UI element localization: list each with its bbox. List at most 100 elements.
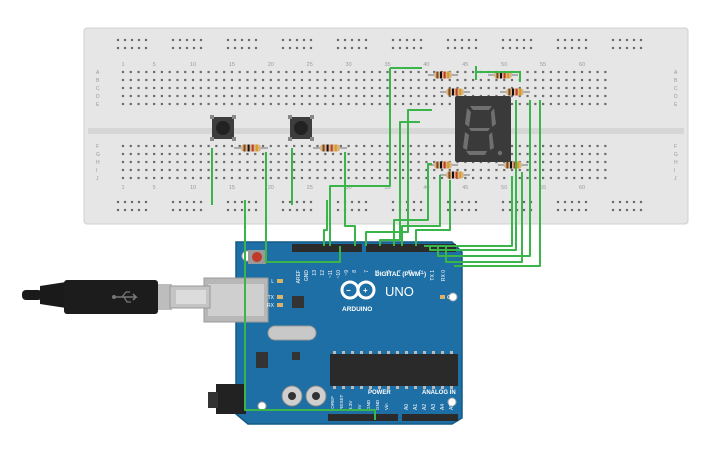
analog-header [402, 414, 458, 421]
led [277, 295, 283, 299]
column-number: 35 [384, 185, 390, 191]
column-number: 55 [540, 185, 546, 191]
row-letter: I [96, 168, 97, 174]
wires [211, 66, 541, 420]
digital-pin-label: 12 [320, 270, 326, 276]
row-letter: B [96, 78, 100, 84]
column-number: 55 [540, 62, 546, 68]
arduino-logo: − + ARDUINO UNO [340, 280, 414, 313]
digital-pin-label: ~11 [328, 270, 334, 278]
row-letter: F [96, 144, 99, 150]
wire-seg-dp [445, 172, 523, 263]
wire-seg-g [437, 100, 531, 257]
analog-pin-label: A2 [422, 404, 428, 410]
led-label: TX [268, 295, 275, 301]
column-number: 60 [579, 62, 585, 68]
row-letter: E [674, 102, 678, 108]
power-pin-label: IOREF [330, 396, 335, 410]
reset-button[interactable] [248, 250, 266, 264]
power-header [328, 414, 398, 421]
pushbutton-1[interactable] [210, 115, 236, 141]
power-pin-label: Vin [384, 403, 389, 410]
resistor [498, 161, 528, 169]
power-pin-label: GND [366, 399, 371, 410]
column-number: 40 [423, 185, 429, 191]
power-label: POWER [368, 390, 391, 396]
column-number: 15 [229, 62, 235, 68]
digital-pin-label: 13 [312, 270, 318, 276]
digital-pin-label: 7 [364, 270, 370, 273]
resistor [428, 71, 458, 79]
column-number: 25 [307, 62, 313, 68]
column-number: 10 [190, 62, 196, 68]
digital-pin-label: RX 0 [441, 270, 447, 281]
resistor [440, 88, 470, 96]
power-pin-label: GND [375, 399, 380, 410]
voltage-regulator [256, 352, 268, 368]
crystal [267, 325, 317, 341]
svg-text:−: − [346, 286, 351, 295]
power-rail-bottom [116, 200, 643, 212]
row-letter: D [674, 94, 678, 100]
column-number: 50 [501, 185, 507, 191]
digital-pin-label: 8 [352, 270, 358, 273]
led-label: L [271, 279, 274, 285]
digital-pin-label: ~10 [336, 270, 342, 279]
column-number: 1 [121, 185, 124, 191]
resistor [428, 161, 458, 169]
row-letter: J [674, 176, 677, 182]
analog-pin-label: A0 [404, 404, 410, 410]
row-letter: F [674, 144, 677, 150]
column-number: 40 [423, 62, 429, 68]
wire-5v [244, 200, 376, 420]
digital-pin-label: TX 1 [430, 270, 436, 281]
row-letter: C [674, 86, 678, 92]
wire-seg-e [415, 180, 451, 246]
column-number: 30 [346, 185, 352, 191]
column-number: 50 [501, 62, 507, 68]
resistor [313, 144, 347, 152]
digital-pin-label: ~9 [344, 270, 350, 276]
display-segments [463, 106, 503, 156]
row-letter: H [674, 160, 678, 166]
row-letter: G [96, 152, 100, 158]
small-ic [292, 352, 300, 360]
pushbutton-2[interactable] [288, 115, 314, 141]
led [277, 279, 283, 283]
digital-pin-label: 4 [397, 270, 403, 273]
row-letter: A [674, 70, 678, 76]
resistors [234, 71, 530, 179]
column-number: 20 [268, 185, 274, 191]
power-pin-label: 3.3V [348, 400, 353, 410]
svg-text:ARDUINO: ARDUINO [342, 306, 372, 313]
resistor [488, 71, 518, 79]
wire-seg-b [379, 121, 420, 246]
power-pin-label: 5V [357, 403, 362, 410]
column-number: 1 [121, 62, 124, 68]
digital-pin-label: AREF [296, 270, 302, 283]
digital-header-left [292, 244, 362, 252]
analog-pin-label: A5 [449, 404, 455, 410]
row-letter: I [674, 168, 675, 174]
column-number: 5 [153, 62, 156, 68]
wire-seg-d [401, 175, 441, 246]
column-number: 60 [579, 185, 585, 191]
wire-button2-pin [344, 152, 356, 246]
wire-top-1 [329, 68, 391, 246]
resistor [234, 144, 268, 152]
digital-pin-label: 2 [419, 270, 425, 273]
wire-seg-c [393, 163, 432, 246]
svg-text:UNO: UNO [385, 284, 414, 299]
analog-label: ANALOG IN [422, 390, 456, 396]
usb-cable [22, 280, 211, 314]
column-number: 45 [462, 62, 468, 68]
usb-icon [112, 291, 138, 303]
usb-chip [292, 296, 304, 308]
breadboard-holes [121, 70, 607, 180]
analog-pin-label: A1 [413, 404, 419, 410]
